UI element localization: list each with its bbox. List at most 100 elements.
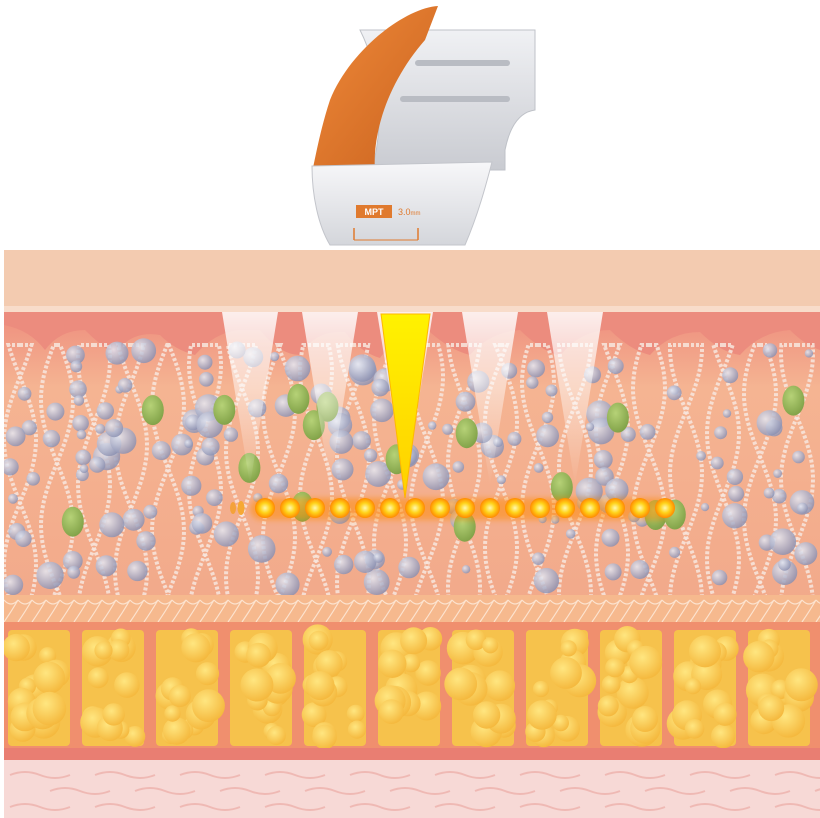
green-cell	[142, 395, 164, 425]
ultrasound-handpiece: MPT 3.0mm	[312, 6, 535, 245]
focal-tail	[230, 502, 236, 514]
fascia-line	[4, 748, 820, 762]
cell-bubble	[667, 385, 682, 400]
cell-bubble	[105, 419, 123, 437]
cell-bubble	[36, 562, 63, 589]
cell-bubble	[67, 566, 80, 579]
cell-bubble	[778, 558, 791, 571]
cell-bubble	[80, 464, 89, 473]
fat-cell	[88, 667, 109, 688]
cell-bubble	[536, 424, 559, 447]
cell-bubble	[370, 399, 394, 423]
fat-cell	[312, 725, 337, 750]
focal-point	[405, 498, 425, 518]
cell-bubble	[507, 432, 521, 446]
cell-bubble	[123, 509, 145, 531]
cell-bubble	[74, 395, 85, 406]
fat-cell	[169, 685, 191, 707]
epidermis-layer	[4, 250, 820, 312]
cell-bubble	[546, 385, 558, 397]
fat-cell	[94, 641, 112, 659]
cell-bubble	[696, 451, 706, 461]
cell-bubble	[608, 358, 624, 374]
cell-bubble	[605, 563, 622, 580]
cell-bubble	[77, 430, 87, 440]
cell-bubble	[398, 557, 420, 579]
cell-bubble	[46, 403, 64, 421]
cell-bubble	[322, 547, 332, 557]
fat-cell	[527, 700, 557, 730]
cell-bubble	[566, 529, 576, 539]
fat-cell	[561, 640, 577, 656]
cell-bubble	[3, 575, 23, 595]
focal-tail	[238, 501, 245, 515]
cell-bubble	[89, 457, 105, 473]
cell-bubble	[18, 387, 32, 401]
cell-bubble	[757, 410, 783, 436]
fat-cell	[713, 703, 736, 726]
cell-bubble	[794, 542, 817, 565]
fat-cell	[114, 672, 140, 698]
fat-cell	[685, 719, 705, 739]
fat-cell	[196, 662, 219, 685]
fat-lobules	[3, 624, 818, 749]
focal-point	[255, 498, 275, 518]
cell-bubble	[136, 531, 155, 550]
cell-bubble	[354, 551, 376, 573]
focal-point	[430, 498, 450, 518]
cell-bubble	[99, 512, 124, 537]
fat-cell	[348, 721, 366, 739]
cell-bubble	[722, 367, 738, 383]
thermal-focal-points	[230, 498, 675, 520]
cell-bubble	[152, 441, 171, 460]
fat-cell	[711, 724, 735, 748]
cell-bubble	[763, 343, 777, 357]
cell-bubble	[669, 547, 680, 558]
cell-bubble	[275, 573, 299, 597]
fat-cell	[309, 631, 329, 651]
green-cell	[456, 418, 478, 448]
cell-bubble	[532, 552, 545, 565]
cell-bubble	[70, 361, 82, 373]
fat-cell	[181, 633, 210, 662]
cell-bubble	[6, 426, 26, 446]
fat-cell	[163, 717, 190, 744]
fat-cell	[246, 643, 271, 668]
cell-bubble	[2, 458, 19, 475]
cell-bubble	[526, 376, 538, 388]
cell-bubble	[453, 461, 465, 473]
cell-bubble	[95, 424, 105, 434]
fat-cell	[629, 646, 662, 679]
cell-bubble	[72, 415, 89, 432]
fat-cell	[482, 637, 498, 653]
focal-point	[455, 498, 475, 518]
focal-point	[355, 498, 375, 518]
cell-bubble	[640, 424, 656, 440]
cell-bubble	[97, 402, 114, 419]
cell-bubble	[462, 565, 470, 573]
focal-point	[330, 498, 350, 518]
cell-bubble	[792, 451, 805, 464]
fat-cell	[164, 705, 180, 721]
cell-bubble	[797, 503, 808, 514]
cell-bubble	[712, 570, 728, 586]
cell-bubble	[442, 424, 453, 435]
fat-cell	[3, 634, 30, 661]
fat-cell	[192, 689, 225, 722]
cell-bubble	[224, 427, 238, 441]
cell-bubble	[586, 423, 595, 432]
focal-point	[655, 498, 675, 518]
focal-point	[480, 498, 500, 518]
cell-bubble	[630, 560, 649, 579]
fat-cell	[33, 692, 67, 726]
cell-bubble	[206, 489, 223, 506]
cell-bubble	[332, 458, 354, 480]
cell-bubble	[770, 528, 797, 555]
green-cell	[287, 384, 309, 414]
cell-bubble	[805, 349, 813, 357]
fat-cell	[743, 641, 774, 672]
fat-cell	[103, 703, 125, 725]
fat-cell	[444, 668, 477, 701]
green-cell	[213, 395, 235, 425]
